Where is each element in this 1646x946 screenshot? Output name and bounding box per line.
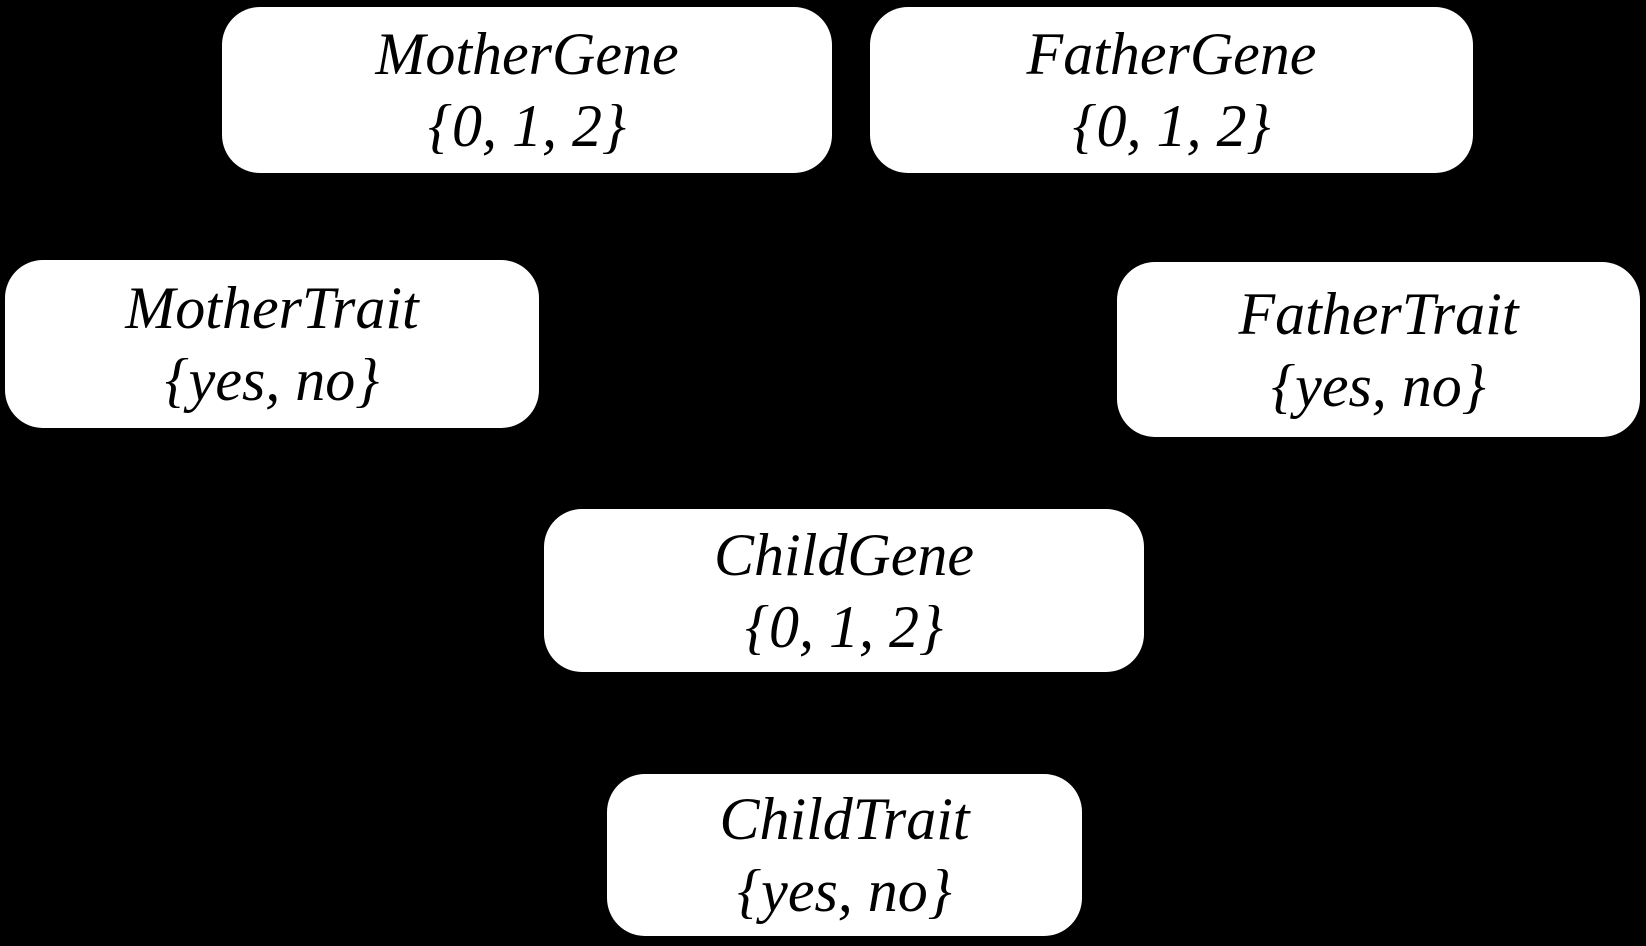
node-father-gene-label: FatherGene (1026, 21, 1317, 87)
node-child-gene-domain: {0, 1, 2} (745, 593, 943, 660)
node-father-gene: FatherGene {0, 1, 2} (870, 7, 1473, 173)
node-mother-gene-label: MotherGene (375, 21, 679, 87)
node-mother-trait-domain: {yes, no} (164, 347, 380, 413)
node-mother-gene-domain: {0, 1, 2} (428, 93, 626, 159)
node-child-gene-label: ChildGene (714, 521, 974, 588)
node-child-trait-label: ChildTrait (719, 786, 970, 852)
node-mother-trait-label: MotherTrait (125, 275, 419, 341)
node-father-trait-domain: {yes, no} (1271, 352, 1486, 419)
node-father-trait: FatherTrait {yes, no} (1117, 262, 1640, 437)
node-child-trait: ChildTrait {yes, no} (607, 774, 1082, 936)
node-child-gene: ChildGene {0, 1, 2} (544, 509, 1144, 672)
node-mother-gene: MotherGene {0, 1, 2} (222, 7, 832, 173)
node-mother-trait: MotherTrait {yes, no} (5, 260, 539, 428)
node-child-trait-domain: {yes, no} (737, 858, 952, 924)
node-father-gene-domain: {0, 1, 2} (1072, 93, 1271, 159)
node-father-trait-label: FatherTrait (1238, 280, 1519, 347)
